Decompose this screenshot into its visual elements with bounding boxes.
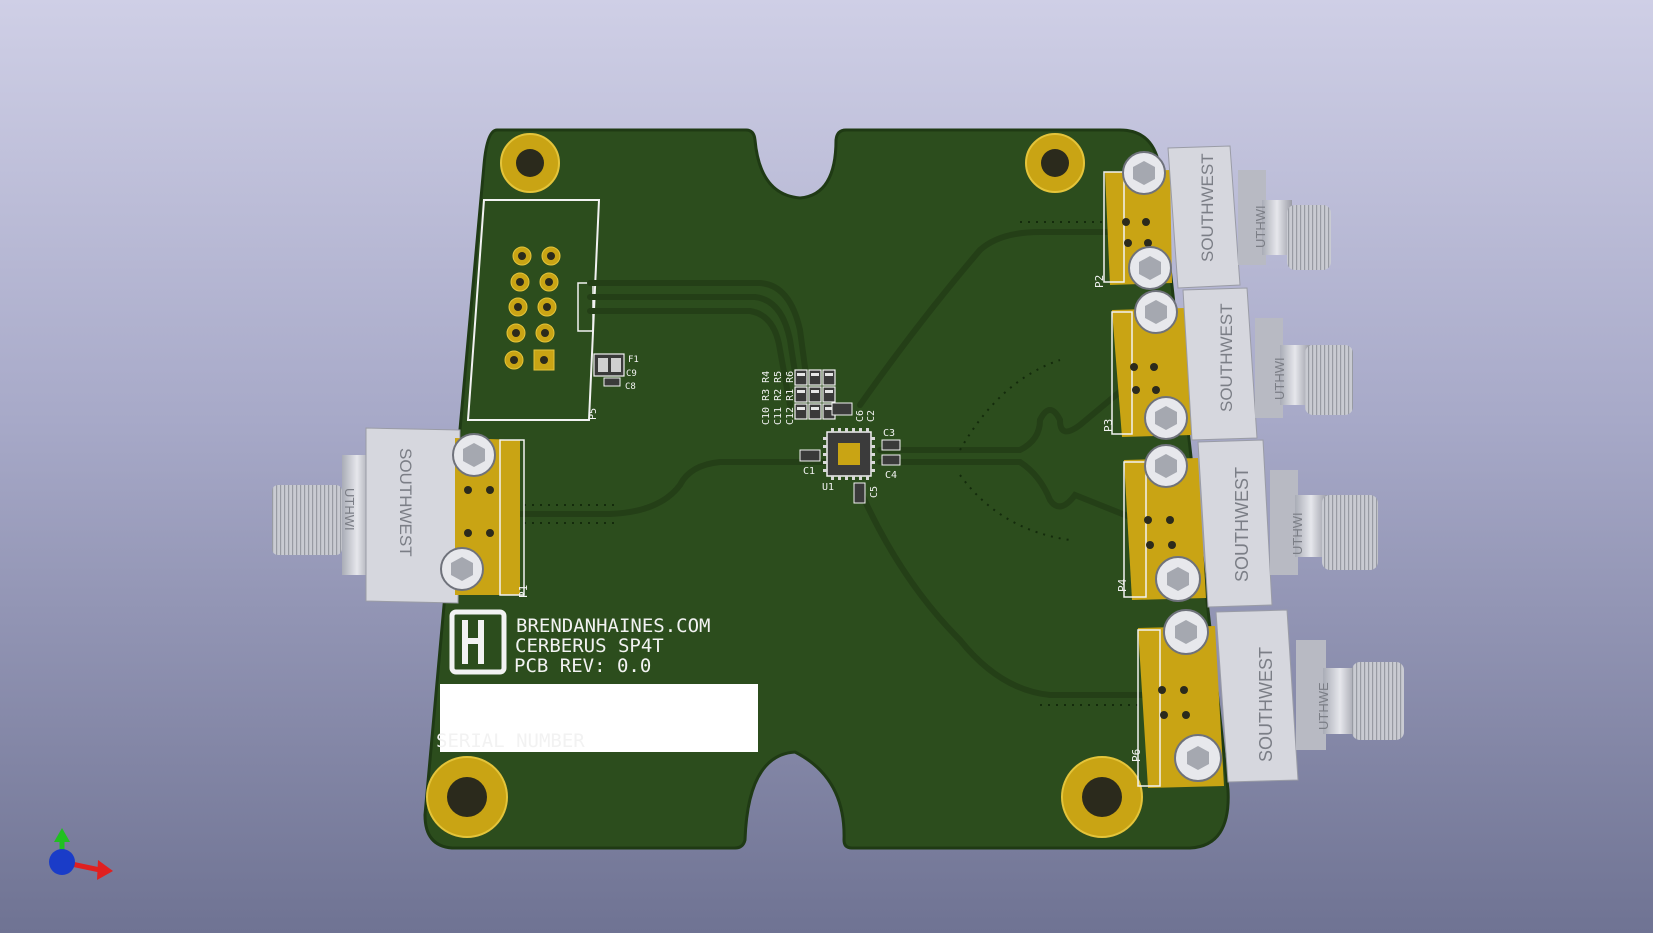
serial-number-box <box>440 684 758 752</box>
brand-line-2: CERBERUS SP4T <box>515 635 664 657</box>
label-f1: F1 <box>628 355 639 365</box>
connector-p6-brand: SOUTHWEST <box>1256 647 1276 762</box>
connector-p1-brand-partial: UTHWI <box>342 488 357 531</box>
connector-p2-brand-partial: UTHWI <box>1253 205 1268 248</box>
header-p5-label: P5 <box>588 408 599 420</box>
mounting-hole <box>1025 133 1085 193</box>
connector-p2-ref: P2 <box>1093 275 1106 288</box>
power-passives <box>593 353 625 387</box>
passive-grid <box>794 369 836 420</box>
connector-p3-ref: P3 <box>1102 419 1115 432</box>
grid-label-row-1: C10 R3 R4 <box>761 371 772 425</box>
label-c5: C5 <box>869 486 880 498</box>
connector-p6-ref: P6 <box>1130 749 1143 762</box>
connector-p4-brand: SOUTHWEST <box>1232 467 1252 582</box>
grid-label-row-2: C11 R2 R5 <box>773 371 784 425</box>
connector-p6-brand-partial: UTHWE <box>1316 682 1331 730</box>
label-c6: C6 <box>855 410 866 422</box>
brand-line-1: BRENDANHAINES.COM <box>516 615 710 637</box>
grid-label-row-3: C12 R1 R6 <box>785 371 796 425</box>
label-c4: C4 <box>885 470 897 481</box>
switch-ic-u1 <box>823 428 875 480</box>
sma-connector-p2 <box>1103 145 1331 290</box>
brand-line-3: PCB REV: 0.0 <box>514 655 651 677</box>
via-stitching <box>500 221 1160 706</box>
axis-indicator <box>49 828 113 880</box>
label-c1: C1 <box>803 466 815 477</box>
sma-connector-p4 <box>1123 439 1378 608</box>
header-p5 <box>466 199 601 421</box>
serial-number-label: SERIAL NUMBER <box>436 730 585 752</box>
traces <box>497 229 1163 698</box>
connector-p4-brand-partial: UTHWI <box>1290 512 1305 555</box>
connector-p3-brand: SOUTHWEST <box>1217 303 1236 412</box>
connector-p3-brand-partial: UTHWI <box>1272 357 1287 400</box>
sma-connector-p6 <box>1137 609 1404 788</box>
connector-p1-brand: SOUTHWEST <box>396 448 415 557</box>
connector-p4-ref: P4 <box>1116 578 1129 592</box>
sma-connector-p3 <box>1111 287 1353 441</box>
label-c8: C8 <box>625 382 636 392</box>
brand-logo <box>449 609 507 675</box>
label-c9: C9 <box>626 369 637 379</box>
bypass-caps <box>799 402 901 504</box>
connector-p2-brand: SOUTHWEST <box>1198 153 1217 262</box>
label-c2: C2 <box>866 410 877 422</box>
label-u1: U1 <box>822 482 834 493</box>
mounting-hole <box>500 133 560 193</box>
mounting-hole <box>1061 756 1143 838</box>
mounting-hole <box>426 756 508 838</box>
label-c3: C3 <box>883 428 895 439</box>
sma-connector-p1 <box>272 427 525 604</box>
connector-p1-ref: P1 <box>517 585 530 598</box>
